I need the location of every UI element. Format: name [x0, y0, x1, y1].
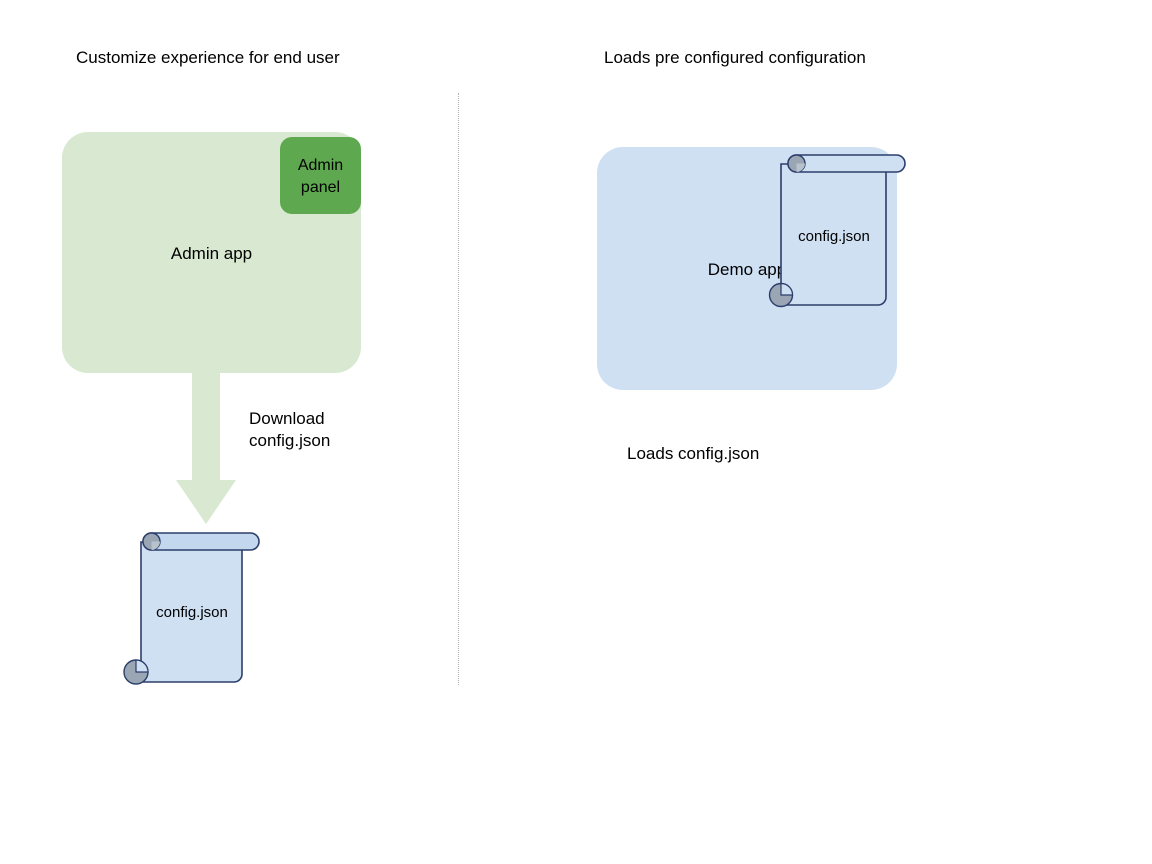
config-json-document-left — [120, 528, 270, 693]
download-label-line1: Download — [249, 409, 325, 428]
admin-panel-box — [280, 137, 361, 214]
loads-config-caption: Loads config.json — [627, 444, 760, 463]
config-json-label-right: config.json — [798, 228, 870, 245]
admin-panel-label-line1: Admin — [297, 157, 344, 174]
download-label-line2: config.json — [249, 431, 331, 450]
section-divider — [458, 93, 459, 685]
right-section-title: Loads pre configured configuration — [604, 48, 866, 67]
admin-panel-label: Admin panel — [280, 155, 361, 199]
demo-app-label: Demo app — [707, 260, 787, 279]
config-json-document-right — [762, 150, 914, 315]
config-json-label-left: config.json — [156, 604, 228, 621]
left-section-title: Customize experience for end user — [76, 48, 340, 67]
admin-panel-label-line2: panel — [300, 179, 341, 196]
admin-app-label: Admin app — [170, 244, 253, 263]
download-arrow-icon — [176, 370, 236, 526]
download-arrow-label: Download config.json — [249, 408, 330, 452]
